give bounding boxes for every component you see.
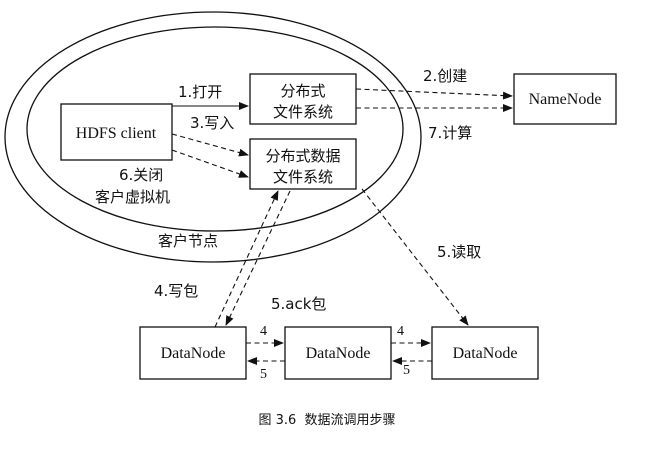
client-jvm-ellipse: [26, 26, 404, 232]
client-node-label: 客户节点: [158, 232, 218, 250]
client-jvm-label: 客户虚拟机: [95, 188, 170, 206]
step-read-label: 5.读取: [437, 243, 481, 261]
ack-packet-arrow: [225, 190, 291, 326]
datanode-3-box: [431, 326, 539, 380]
step-close-label: 6.关闭: [119, 166, 163, 184]
step-write-packet-label: 4.写包: [154, 282, 198, 300]
distributed-filesystem-box: [249, 73, 357, 125]
namenode-label: NameNode: [529, 91, 602, 108]
hdfs-client-box: [60, 103, 173, 161]
datanode-1-label: DataNode: [161, 345, 226, 362]
close-arrow: [171, 149, 249, 178]
step-write-label: 3.写入: [190, 114, 234, 132]
create-arrow: [355, 88, 513, 100]
datanode-3-label: DataNode: [453, 345, 518, 362]
datanode-1-box: [139, 326, 247, 380]
fs-data-stream-label-line1: 分布式数据: [265, 147, 340, 165]
pipeline-ack-1-label: 5: [260, 367, 267, 382]
step-create-label: 2.创建: [423, 67, 467, 85]
datanode-2-box: [284, 326, 392, 380]
distributed-filesystem-label-line2: 文件系统: [273, 103, 333, 121]
write-packet-arrow: [214, 190, 279, 328]
hdfs-client-label: HDFS client: [76, 125, 157, 142]
namenode-box: [513, 73, 617, 125]
pipeline-forward-2-label: 4: [397, 324, 404, 339]
fs-data-stream-box: [249, 138, 357, 190]
read-arrow: [361, 188, 469, 326]
write-arrow: [171, 133, 249, 157]
distributed-filesystem-label-line1: 分布式: [280, 82, 325, 100]
fs-data-stream-label-line2: 文件系统: [273, 168, 333, 186]
step-ack-packet-label: 5.ack包: [271, 295, 326, 313]
pipeline-ack-2-label: 5: [403, 363, 410, 378]
figure-caption: 图 3.6 数据流调用步骤: [258, 413, 395, 428]
datanode-2-label: DataNode: [306, 345, 371, 362]
step-compute-label: 7.计算: [428, 124, 472, 142]
step-open-label: 1.打开: [178, 83, 222, 101]
pipeline-forward-1-label: 4: [260, 324, 267, 339]
client-node-ellipse: [4, 11, 422, 263]
